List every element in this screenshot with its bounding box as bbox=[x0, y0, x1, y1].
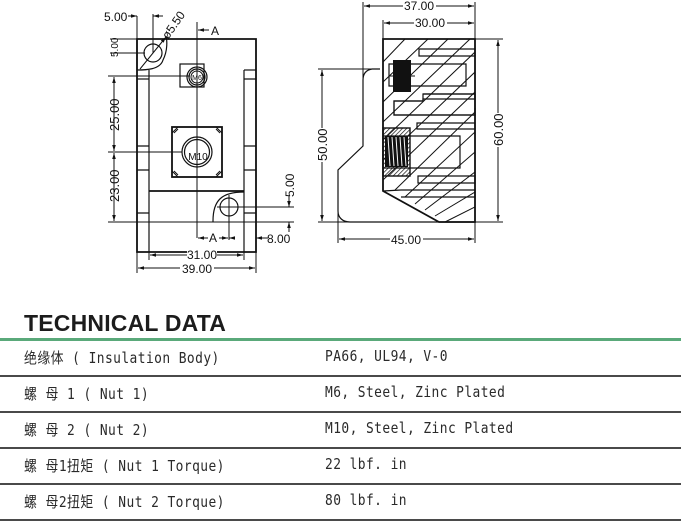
dim-hole-offset: 5.00 bbox=[104, 10, 128, 24]
section-view: 37.00 30.00 50.00 60.00 45.00 bbox=[315, 0, 506, 247]
dim-nut-spacing: 25.00 bbox=[107, 98, 122, 131]
section-marker-top: A bbox=[211, 24, 219, 38]
dim-top-inner: 30.00 bbox=[415, 16, 445, 30]
dim-lower-hole-horizontal: 8.00 bbox=[267, 232, 291, 246]
front-view: M6 M10 A A 5.00 5.00 ø5.50 25.00 bbox=[104, 8, 297, 276]
row-value: M10, Steel, Zinc Plated bbox=[325, 419, 514, 437]
dim-hole-offset-vertical: 5.00 bbox=[110, 37, 121, 57]
table-row-nut-2-torque: 螺 母2扭矩 ( Nut 2 Torque) 80 lbf. in bbox=[0, 485, 681, 521]
row-label: 螺 母1扭矩 ( Nut 1 Torque) bbox=[24, 457, 225, 475]
row-label: 绝缘体 ( Insulation Body) bbox=[24, 349, 220, 367]
row-value: 22 lbf. in bbox=[325, 455, 407, 473]
mounting-ear-top bbox=[136, 35, 168, 71]
dim-lower-spacing: 23.00 bbox=[107, 169, 122, 202]
dim-outer-width: 39.00 bbox=[182, 262, 212, 276]
table-row-insulation-body: 绝缘体 ( Insulation Body) PA66, UL94, V-0 bbox=[0, 341, 681, 377]
dim-hole-diameter: ø5.50 bbox=[159, 8, 188, 41]
section-marker-bottom: A bbox=[209, 231, 217, 245]
table-row-nut-2: 螺 母 2 ( Nut 2) M10, Steel, Zinc Plated bbox=[0, 413, 681, 449]
table-row-nut-1: 螺 母 1 ( Nut 1) M6, Steel, Zinc Plated bbox=[0, 377, 681, 413]
row-label: 螺 母2扭矩 ( Nut 2 Torque) bbox=[24, 493, 225, 511]
table-row-nut-1-torque: 螺 母1扭矩 ( Nut 1 Torque) 22 lbf. in bbox=[0, 449, 681, 485]
flange-profile bbox=[337, 68, 475, 223]
row-label: 螺 母 2 ( Nut 2) bbox=[24, 421, 150, 439]
dim-lower-hole-offset: 5.00 bbox=[283, 173, 297, 197]
title-accent-rule bbox=[0, 338, 681, 341]
row-value: PA66, UL94, V-0 bbox=[325, 347, 448, 365]
dim-height-right: 60.00 bbox=[491, 113, 506, 146]
technical-data-title: TECHNICAL DATA bbox=[24, 310, 227, 336]
row-value: 80 lbf. in bbox=[325, 491, 407, 509]
row-label: 螺 母 1 ( Nut 1) bbox=[24, 385, 150, 403]
mounting-ear-bottom bbox=[212, 191, 245, 222]
technical-drawing: M6 M10 A A 5.00 5.00 ø5.50 25.00 bbox=[104, 0, 506, 276]
dim-top-overall: 37.00 bbox=[404, 0, 434, 13]
dim-height-left: 50.00 bbox=[315, 128, 330, 161]
nut2-label: M10 bbox=[188, 152, 208, 163]
dim-base-width: 45.00 bbox=[391, 233, 421, 247]
row-value: M6, Steel, Zinc Plated bbox=[325, 383, 506, 401]
dim-inner-width: 31.00 bbox=[187, 248, 217, 262]
technical-data-table: 绝缘体 ( Insulation Body) PA66, UL94, V-0 螺… bbox=[0, 341, 681, 521]
